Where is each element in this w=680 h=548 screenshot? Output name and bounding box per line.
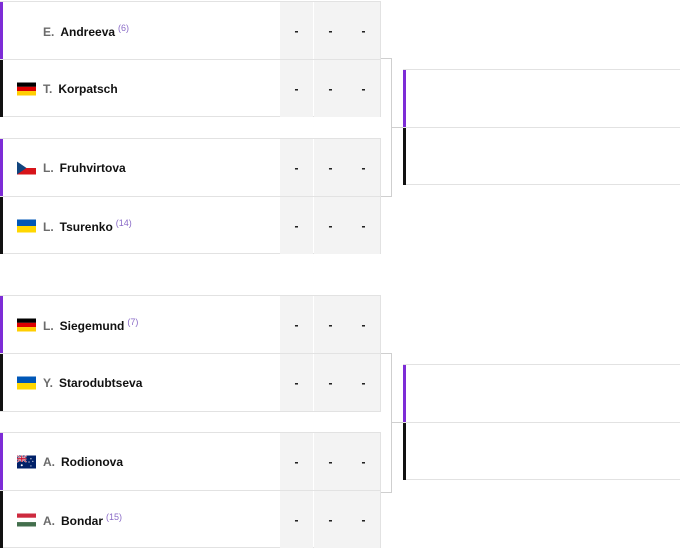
player-accent-bar (403, 423, 406, 480)
set-score: - (314, 60, 347, 117)
player-accent-bar (0, 491, 3, 548)
seed-label: (15) (106, 511, 123, 522)
match-card: A.Rodionova - - - A.Bondar(15) - - - (0, 432, 381, 548)
czech-flag-icon (17, 161, 36, 175)
seed-label: (6) (118, 23, 130, 33)
player-row[interactable]: L.Tsurenko(14) - - - (0, 196, 380, 254)
player-accent-bar (0, 2, 3, 60)
germany-flag-icon (17, 318, 36, 332)
player-name: T.Korpatsch (43, 81, 118, 96)
player-name: L.Siegemund(7) (43, 317, 139, 333)
match-card: E.Andreeva(6) - - - T.Korpatsch - - - (0, 1, 381, 117)
player-name: Y.Starodubtseva (43, 375, 143, 390)
player-accent-bar (403, 365, 406, 422)
player-name: A.Bondar(15) (43, 511, 123, 528)
set-score: - (347, 433, 380, 491)
bracket-connector (381, 353, 392, 493)
player-row[interactable]: A.Bondar(15) - - - (0, 490, 380, 548)
germany-flag-icon (17, 82, 36, 95)
set-score: - (347, 2, 380, 60)
set-score: - (314, 296, 347, 354)
bracket-connector (392, 422, 404, 423)
set-score: - (347, 60, 380, 117)
empty-player-slot (403, 422, 680, 480)
player-accent-bar (403, 128, 406, 185)
player-name: E.Andreeva(6) (43, 23, 130, 39)
australia-flag-icon (17, 455, 36, 469)
ukraine-flag-icon (17, 376, 36, 389)
seed-label: (7) (127, 317, 139, 327)
set-score: - (347, 197, 380, 254)
player-accent-bar (0, 433, 3, 491)
bracket-connector (381, 58, 392, 197)
player-accent-bar (0, 354, 3, 411)
set-score: - (347, 354, 380, 411)
player-name: A.Rodionova (43, 455, 123, 469)
set-score: - (280, 2, 313, 60)
set-score: - (347, 139, 380, 197)
bracket-connector (392, 127, 404, 128)
player-accent-bar (0, 197, 3, 254)
empty-player-slot (403, 70, 680, 127)
hungary-flag-icon (17, 513, 36, 526)
set-score: - (280, 354, 313, 411)
player-row[interactable]: L.Siegemund(7) - - - (0, 296, 380, 354)
player-accent-bar (0, 139, 3, 197)
set-score: - (314, 491, 347, 548)
next-round-match (403, 69, 680, 185)
player-accent-bar (0, 296, 3, 354)
player-accent-bar (0, 60, 3, 117)
set-score: - (280, 197, 313, 254)
set-score: - (314, 2, 347, 60)
set-score: - (314, 354, 347, 411)
player-row[interactable]: Y.Starodubtseva - - - (0, 353, 380, 411)
set-score: - (280, 433, 313, 491)
set-score: - (347, 296, 380, 354)
match-card: L.Siegemund(7) - - - Y.Starodubtseva - -… (0, 295, 381, 412)
player-row[interactable]: E.Andreeva(6) - - - (0, 2, 380, 60)
ukraine-flag-icon (17, 219, 36, 232)
empty-player-slot (403, 365, 680, 422)
set-score: - (314, 197, 347, 254)
player-row[interactable]: L.Fruhvirtova - - - (0, 139, 380, 197)
player-accent-bar (403, 70, 406, 127)
player-row[interactable]: T.Korpatsch - - - (0, 59, 380, 117)
set-score: - (314, 433, 347, 491)
player-row[interactable]: A.Rodionova - - - (0, 433, 380, 491)
set-score: - (280, 60, 313, 117)
set-score: - (280, 491, 313, 548)
set-score: - (314, 139, 347, 197)
set-score: - (347, 491, 380, 548)
empty-player-slot (403, 127, 680, 185)
set-score: - (280, 139, 313, 197)
next-round-match (403, 364, 680, 480)
set-score: - (280, 296, 313, 354)
match-card: L.Fruhvirtova - - - L.Tsurenko(14) - - - (0, 138, 381, 254)
seed-label: (14) (115, 217, 132, 228)
player-name: L.Fruhvirtova (43, 161, 126, 175)
player-name: L.Tsurenko(14) (43, 217, 132, 234)
